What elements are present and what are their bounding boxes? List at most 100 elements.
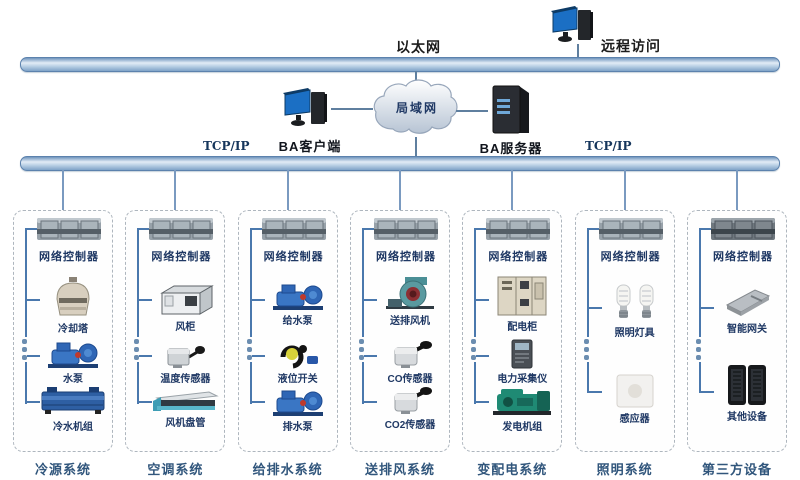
- branch-line: [361, 299, 377, 301]
- ellipsis-dots: [22, 337, 27, 362]
- network-controller: 网络控制器: [702, 216, 784, 264]
- system-label: 空调系统: [147, 462, 204, 477]
- branch-line: [249, 228, 265, 230]
- ba-server-link-line: [456, 110, 488, 112]
- device: 风柜: [148, 281, 222, 333]
- branch-line: [586, 307, 602, 309]
- system-box: 网络控制器 智能网关 其他设备: [686, 210, 787, 452]
- ellipsis-dots: [358, 337, 364, 362]
- branch-line: [25, 228, 40, 230]
- device: 冷却塔: [36, 277, 110, 335]
- device: 风机盘管: [148, 389, 222, 429]
- system-columns: 网络控制器 冷却塔 水泵 冷水机组 冷源系统: [11, 170, 789, 478]
- water-pump-icon: [261, 387, 335, 417]
- column-third-party: 网络控制器 智能网关 其他设备 第三方设备: [685, 170, 789, 478]
- system-box: 网络控制器 配电柜 电力采集仪 发电机组: [462, 210, 563, 452]
- water-pump-icon: [261, 281, 335, 311]
- bus-drop-line: [735, 170, 738, 210]
- device: CO2传感器: [373, 387, 447, 431]
- field-bus-line: [586, 228, 589, 392]
- bus-drop-line: [398, 170, 401, 210]
- system-label: 送排风系统: [364, 462, 435, 477]
- branch-line: [25, 401, 40, 403]
- temperature-sensor-icon: [148, 343, 222, 369]
- device-label: 发电机组: [502, 422, 543, 433]
- plc-controller-icon: [598, 218, 664, 246]
- device: 电力采集仪: [485, 339, 559, 385]
- device-label: 温度传感器: [160, 374, 211, 385]
- column-water-supply-drainage: 网络控制器 给水泵 液位开关 排水泵 给排水系统: [236, 170, 340, 478]
- column-ventilation: 网络控制器 送排风机 CO传感器 CO2传感器 送排风系统: [348, 170, 452, 478]
- device: 配电柜: [485, 275, 559, 333]
- field-bus-line: [474, 228, 477, 404]
- tcpip-bus-bar: [20, 156, 780, 171]
- device: 冷水机组: [36, 385, 110, 433]
- air-handling-unit-icon: [148, 281, 222, 317]
- device-label: 给水泵: [282, 316, 313, 327]
- cooling-tower-icon: [36, 277, 110, 319]
- device: 照明灯具: [598, 283, 672, 339]
- branch-line: [474, 355, 490, 357]
- bus-drop-line: [286, 170, 289, 210]
- branch-line: [25, 299, 40, 301]
- device: 液位开关: [261, 343, 335, 385]
- branch-line: [698, 391, 714, 393]
- system-box: 网络控制器 给水泵 液位开关 排水泵: [237, 210, 338, 452]
- branch-line: [361, 401, 377, 403]
- plc-controller-icon: [710, 218, 776, 246]
- device-label: 送排风机: [389, 316, 430, 327]
- field-bus-line: [361, 228, 364, 404]
- device-label: CO传感器: [387, 374, 433, 385]
- controller-label: 网络控制器: [375, 251, 436, 263]
- ba-server-icon: [486, 83, 532, 142]
- branch-line: [361, 355, 377, 357]
- branch-line: [25, 355, 40, 357]
- field-bus-line: [249, 228, 252, 404]
- system-label: 变配电系统: [477, 462, 548, 477]
- branch-line: [586, 391, 602, 393]
- remote-access-link-line: [577, 44, 579, 58]
- column-power-distribution: 网络控制器 配电柜 电力采集仪 发电机组 变配电系统: [460, 170, 564, 478]
- level-switch-icon: [261, 343, 335, 369]
- plc-controller-icon: [485, 218, 551, 246]
- device: 温度传感器: [148, 343, 222, 385]
- device-label: 冷却塔: [58, 324, 88, 335]
- controller-label: 网络控制器: [488, 251, 549, 263]
- branch-line: [137, 299, 153, 301]
- device-label: 电力采集仪: [497, 374, 548, 385]
- controller-label: 网络控制器: [151, 251, 212, 263]
- lan-cloud-icon: [369, 77, 461, 144]
- bus-drop-line: [62, 170, 64, 210]
- plc-controller-icon: [373, 218, 439, 246]
- device-label: 感应器: [619, 414, 650, 425]
- field-bus-line: [137, 228, 140, 404]
- device-label: 其他设备: [726, 412, 767, 423]
- ba-server-label: BA服务器: [479, 141, 543, 156]
- device-label: 配电柜: [507, 322, 538, 333]
- gas-sensor-icon: [373, 387, 447, 415]
- device-label: 排水泵: [282, 422, 313, 433]
- column-cold-source: 网络控制器 冷却塔 水泵 冷水机组 冷源系统: [11, 170, 115, 478]
- branch-line: [137, 355, 153, 357]
- device: 感应器: [598, 373, 672, 425]
- system-label: 第三方设备: [701, 462, 772, 477]
- device: CO传感器: [373, 341, 447, 385]
- bus-drop-line: [511, 170, 514, 210]
- device-label: 照明灯具: [614, 328, 655, 339]
- tcp-ip-left-label: TCP/IP: [203, 139, 250, 153]
- network-controller: 网络控制器: [365, 216, 447, 264]
- branch-line: [474, 299, 490, 301]
- system-box: 网络控制器 送排风机 CO传感器 CO2传感器: [349, 210, 450, 452]
- plc-controller-icon: [261, 218, 327, 246]
- system-box: 网络控制器 风柜 温度传感器 风机盘管: [125, 210, 226, 452]
- lan-label: 局域网: [396, 101, 439, 115]
- fan-icon: [373, 277, 447, 311]
- device-label: 智能网关: [726, 324, 767, 335]
- ellipsis-dots: [695, 337, 701, 362]
- network-controller: 网络控制器: [590, 216, 672, 264]
- ethernet-bus-bar: [20, 57, 780, 72]
- controller-label: 网络控制器: [600, 251, 661, 263]
- device-label: CO2传感器: [384, 420, 436, 431]
- water-pump-icon: [36, 339, 110, 369]
- server-racks-icon: [710, 363, 784, 407]
